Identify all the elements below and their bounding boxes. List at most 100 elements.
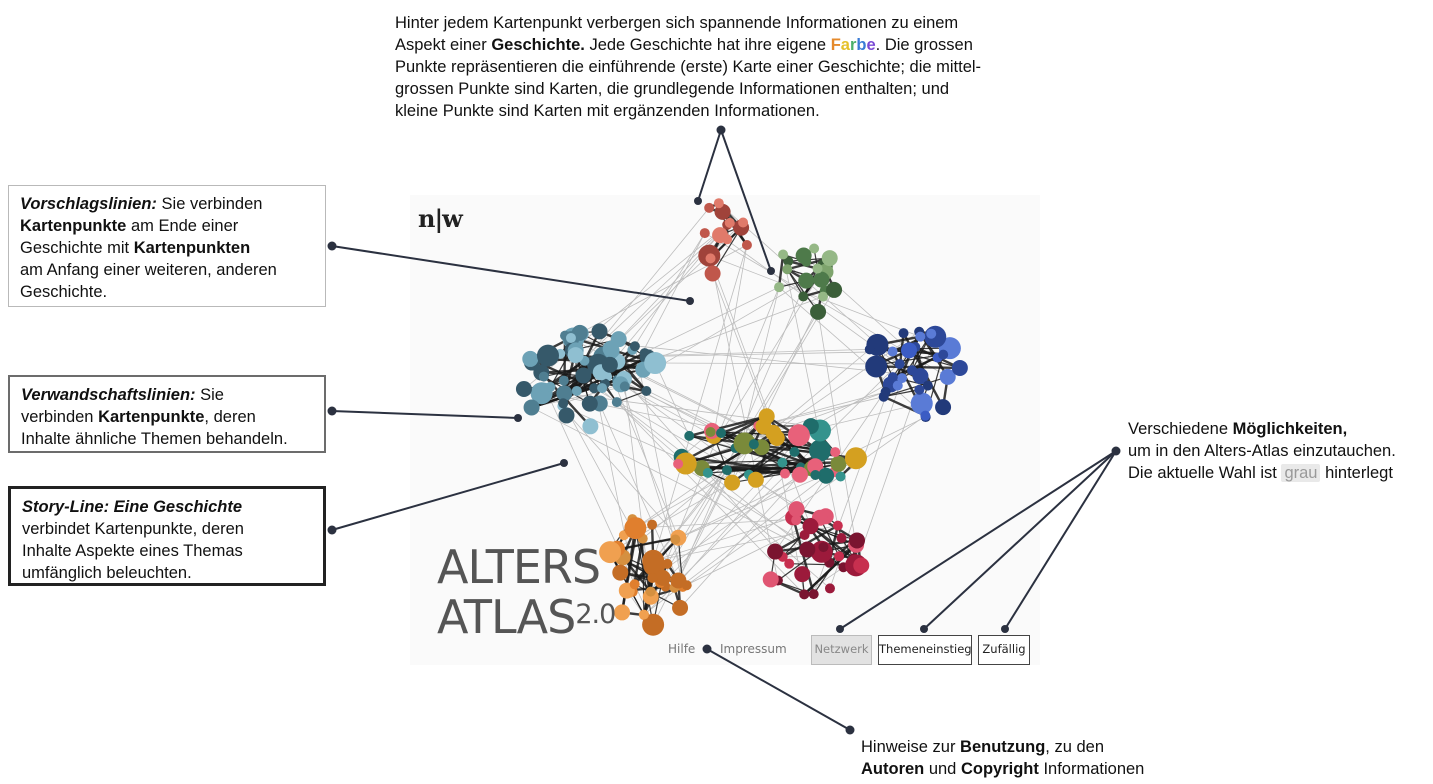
- card-point[interactable]: [848, 532, 865, 549]
- card-point[interactable]: [922, 380, 933, 391]
- card-point[interactable]: [812, 263, 823, 274]
- card-point[interactable]: [642, 613, 665, 636]
- card-point[interactable]: [834, 551, 845, 562]
- card-point[interactable]: [887, 372, 898, 383]
- card-point[interactable]: [865, 355, 888, 378]
- card-point[interactable]: [844, 447, 867, 470]
- card-point[interactable]: [897, 373, 908, 384]
- card-point[interactable]: [747, 471, 764, 488]
- card-point[interactable]: [571, 385, 582, 396]
- card-point[interactable]: [926, 328, 937, 339]
- card-point[interactable]: [722, 465, 733, 476]
- card-point[interactable]: [741, 240, 752, 251]
- card-point[interactable]: [802, 518, 819, 535]
- card-point[interactable]: [684, 430, 695, 441]
- card-point[interactable]: [795, 247, 812, 264]
- card-point[interactable]: [810, 470, 821, 481]
- card-point[interactable]: [784, 558, 795, 569]
- mode-zufaellig-button[interactable]: Zufällig: [978, 635, 1030, 665]
- card-point[interactable]: [912, 368, 929, 385]
- card-point[interactable]: [915, 331, 926, 342]
- card-point[interactable]: [914, 384, 925, 395]
- card-point[interactable]: [864, 344, 875, 355]
- card-point[interactable]: [515, 380, 532, 397]
- card-point[interactable]: [733, 432, 756, 455]
- card-point[interactable]: [614, 604, 631, 621]
- card-point[interactable]: [809, 243, 820, 254]
- card-point[interactable]: [724, 474, 741, 491]
- card-point[interactable]: [538, 371, 549, 382]
- card-point[interactable]: [762, 571, 779, 588]
- card-point[interactable]: [880, 386, 891, 397]
- card-point[interactable]: [835, 471, 846, 482]
- card-point[interactable]: [830, 455, 847, 472]
- card-point[interactable]: [818, 467, 835, 484]
- card-point[interactable]: [673, 458, 684, 469]
- card-point[interactable]: [601, 356, 618, 373]
- card-points[interactable]: [515, 198, 968, 636]
- card-point[interactable]: [704, 265, 721, 282]
- mode-themeneinstieg-button[interactable]: Themeneinstieg: [878, 635, 972, 665]
- card-point[interactable]: [644, 352, 667, 375]
- card-point[interactable]: [582, 418, 599, 435]
- card-point[interactable]: [799, 589, 810, 600]
- card-point[interactable]: [832, 520, 843, 531]
- card-point[interactable]: [705, 426, 716, 437]
- card-point[interactable]: [556, 385, 573, 402]
- card-point[interactable]: [938, 349, 949, 360]
- card-point[interactable]: [798, 291, 809, 302]
- card-point[interactable]: [699, 228, 710, 239]
- card-point[interactable]: [558, 375, 569, 386]
- card-point[interactable]: [638, 609, 649, 620]
- card-point[interactable]: [818, 291, 829, 302]
- card-point[interactable]: [808, 589, 819, 600]
- card-point[interactable]: [597, 383, 608, 394]
- card-point[interactable]: [774, 282, 785, 293]
- card-point[interactable]: [826, 281, 843, 298]
- card-point[interactable]: [523, 399, 540, 416]
- card-point[interactable]: [787, 424, 810, 447]
- card-point[interactable]: [724, 217, 735, 228]
- card-point[interactable]: [813, 271, 830, 288]
- card-point[interactable]: [619, 381, 630, 392]
- card-point[interactable]: [716, 428, 727, 439]
- card-point[interactable]: [539, 382, 550, 393]
- card-point[interactable]: [920, 410, 931, 421]
- card-point[interactable]: [779, 468, 790, 479]
- card-point[interactable]: [765, 424, 782, 441]
- card-point[interactable]: [824, 583, 835, 594]
- card-point[interactable]: [939, 368, 956, 385]
- card-point[interactable]: [674, 452, 697, 475]
- card-point[interactable]: [558, 407, 575, 424]
- card-point[interactable]: [898, 328, 909, 339]
- card-point[interactable]: [591, 323, 608, 340]
- card-point[interactable]: [798, 272, 815, 289]
- card-point[interactable]: [704, 202, 715, 213]
- card-point[interactable]: [853, 557, 870, 574]
- card-point[interactable]: [612, 564, 629, 581]
- card-point[interactable]: [713, 198, 724, 209]
- card-point[interactable]: [767, 543, 784, 560]
- card-point[interactable]: [910, 392, 933, 415]
- card-point[interactable]: [599, 541, 622, 564]
- card-point[interactable]: [647, 519, 658, 530]
- impressum-link[interactable]: Impressum: [720, 642, 787, 656]
- card-point[interactable]: [758, 408, 775, 425]
- card-point[interactable]: [777, 457, 788, 468]
- card-point[interactable]: [611, 397, 622, 408]
- card-point[interactable]: [722, 234, 733, 245]
- card-point[interactable]: [809, 439, 832, 462]
- card-point[interactable]: [818, 542, 829, 553]
- card-point[interactable]: [807, 458, 824, 475]
- card-point[interactable]: [791, 466, 808, 483]
- card-point[interactable]: [788, 501, 805, 518]
- card-point[interactable]: [645, 586, 656, 597]
- card-point[interactable]: [522, 350, 539, 367]
- card-point[interactable]: [892, 380, 903, 391]
- card-point[interactable]: [624, 517, 647, 540]
- card-point[interactable]: [951, 359, 968, 376]
- card-point[interactable]: [629, 341, 640, 352]
- card-point[interactable]: [705, 253, 716, 264]
- card-point[interactable]: [830, 447, 841, 458]
